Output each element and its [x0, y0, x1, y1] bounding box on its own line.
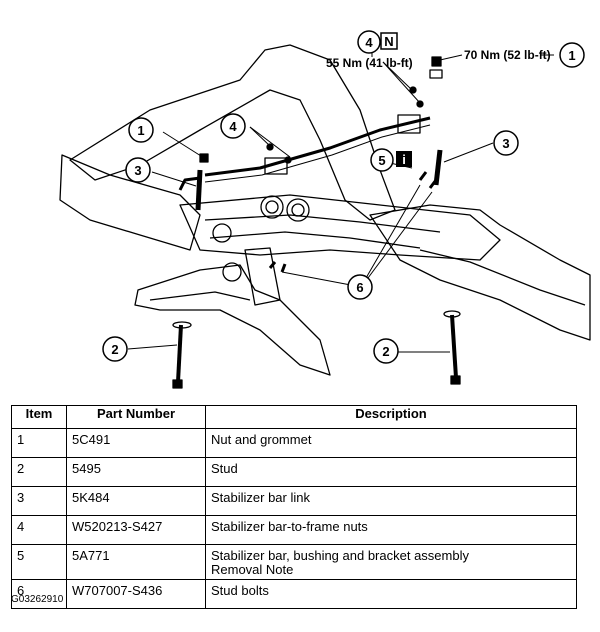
- badge-n: N: [380, 32, 398, 50]
- header-description: Description: [205, 405, 577, 429]
- callout-label: 2: [111, 342, 118, 357]
- figure-id: G03262910: [11, 594, 64, 605]
- callout-label: 3: [134, 163, 141, 178]
- frame-hole: [260, 195, 284, 219]
- callout-label: 3: [502, 136, 509, 151]
- table-row: 4 W520213-S427 Stabilizer bar-to-frame n…: [11, 515, 577, 545]
- header-item: Item: [11, 405, 67, 429]
- table-row: 6 W707007-S436 Stud bolts: [11, 579, 577, 609]
- callout-label: 2: [382, 344, 389, 359]
- table-header-row: Item Part Number Description: [11, 405, 577, 429]
- cell-part: 5K484: [66, 486, 206, 516]
- callout-label: 1: [568, 48, 575, 63]
- callout-3-left: 3: [125, 157, 151, 183]
- callout-2-right: 2: [373, 338, 399, 364]
- badge-i: i: [396, 151, 412, 167]
- cell-part: 5495: [66, 457, 206, 487]
- bushing-bracket-left: [264, 157, 288, 175]
- badge-i-label: i: [402, 152, 406, 167]
- callout-label: 6: [356, 280, 363, 295]
- stud-left: [176, 324, 183, 383]
- callout-3-right: 3: [493, 130, 519, 156]
- stabilizer-bar: [204, 116, 431, 177]
- callout-4-top: 4: [357, 30, 381, 54]
- cell-description: Nut and grommet: [205, 428, 577, 458]
- callout-label: 1: [137, 123, 144, 138]
- description-line: Stud: [211, 461, 238, 476]
- parts-table: Item Part Number Description 1 5C491 Nut…: [11, 405, 577, 609]
- table-row: 3 5K484 Stabilizer bar link: [11, 486, 577, 516]
- cell-item: 2: [11, 457, 67, 487]
- bushing-bracket-right: [397, 114, 421, 134]
- torque-spec-top: 55 Nm (41 lb-ft): [326, 56, 413, 70]
- header-part-number: Part Number: [66, 405, 206, 429]
- stabilizer-link-right: [433, 149, 443, 186]
- cell-part: W707007-S436: [66, 579, 206, 609]
- cell-item: 6: [11, 579, 67, 609]
- table-row: 5 5A771 Stabilizer bar, bushing and brac…: [11, 544, 577, 580]
- table-row: 1 5C491 Nut and grommet: [11, 428, 577, 458]
- frame-hole: [286, 198, 310, 222]
- callout-4-left: 4: [220, 113, 246, 139]
- stud-right: [450, 314, 458, 379]
- badge-n-label: N: [384, 34, 393, 49]
- cell-part: W520213-S427: [66, 515, 206, 545]
- callout-label: 4: [229, 119, 237, 134]
- frame-rail-front-left: [134, 264, 331, 376]
- cell-item: 1: [11, 428, 67, 458]
- cell-item: 5: [11, 544, 67, 580]
- cell-part: 5A771: [66, 544, 206, 580]
- description-line: Nut and grommet: [211, 432, 312, 447]
- exploded-view-diagram: 1 3 4 2 2 6 3 1 4 N 5 i 70 Nm: [59, 30, 591, 389]
- description-line: Stabilizer bar, bushing and bracket asse…: [211, 548, 469, 563]
- cell-description: Stud bolts: [205, 579, 577, 609]
- frame-rail-right: [369, 204, 591, 341]
- callout-label: 5: [378, 153, 385, 168]
- cell-part: 5C491: [66, 428, 206, 458]
- callout-1-left: 1: [128, 117, 154, 143]
- callout-6: 6: [347, 274, 373, 300]
- description-line: Stabilizer bar-to-frame nuts: [211, 519, 368, 534]
- frame-rail-upper: [69, 44, 396, 221]
- callout-1-right: 1: [559, 42, 585, 68]
- cell-item: 4: [11, 515, 67, 545]
- stabilizer-link-left: [195, 169, 203, 211]
- cell-description: Stud: [205, 457, 577, 487]
- callout-5: 5: [370, 148, 394, 172]
- callout-2-left: 2: [102, 336, 128, 362]
- description-line: Stud bolts: [211, 583, 269, 598]
- cell-description: Stabilizer bar, bushing and bracket asse…: [205, 544, 577, 580]
- table-row: 2 5495 Stud: [11, 457, 577, 487]
- cell-item: 3: [11, 486, 67, 516]
- description-line: Stabilizer bar link: [211, 490, 310, 505]
- cell-description: Stabilizer bar link: [205, 486, 577, 516]
- cell-description: Stabilizer bar-to-frame nuts: [205, 515, 577, 545]
- cross-member: [179, 194, 501, 261]
- removal-note-link[interactable]: Removal Note: [211, 562, 294, 577]
- torque-spec-right: 70 Nm (52 lb-ft): [464, 48, 551, 62]
- callout-label: 4: [365, 35, 373, 50]
